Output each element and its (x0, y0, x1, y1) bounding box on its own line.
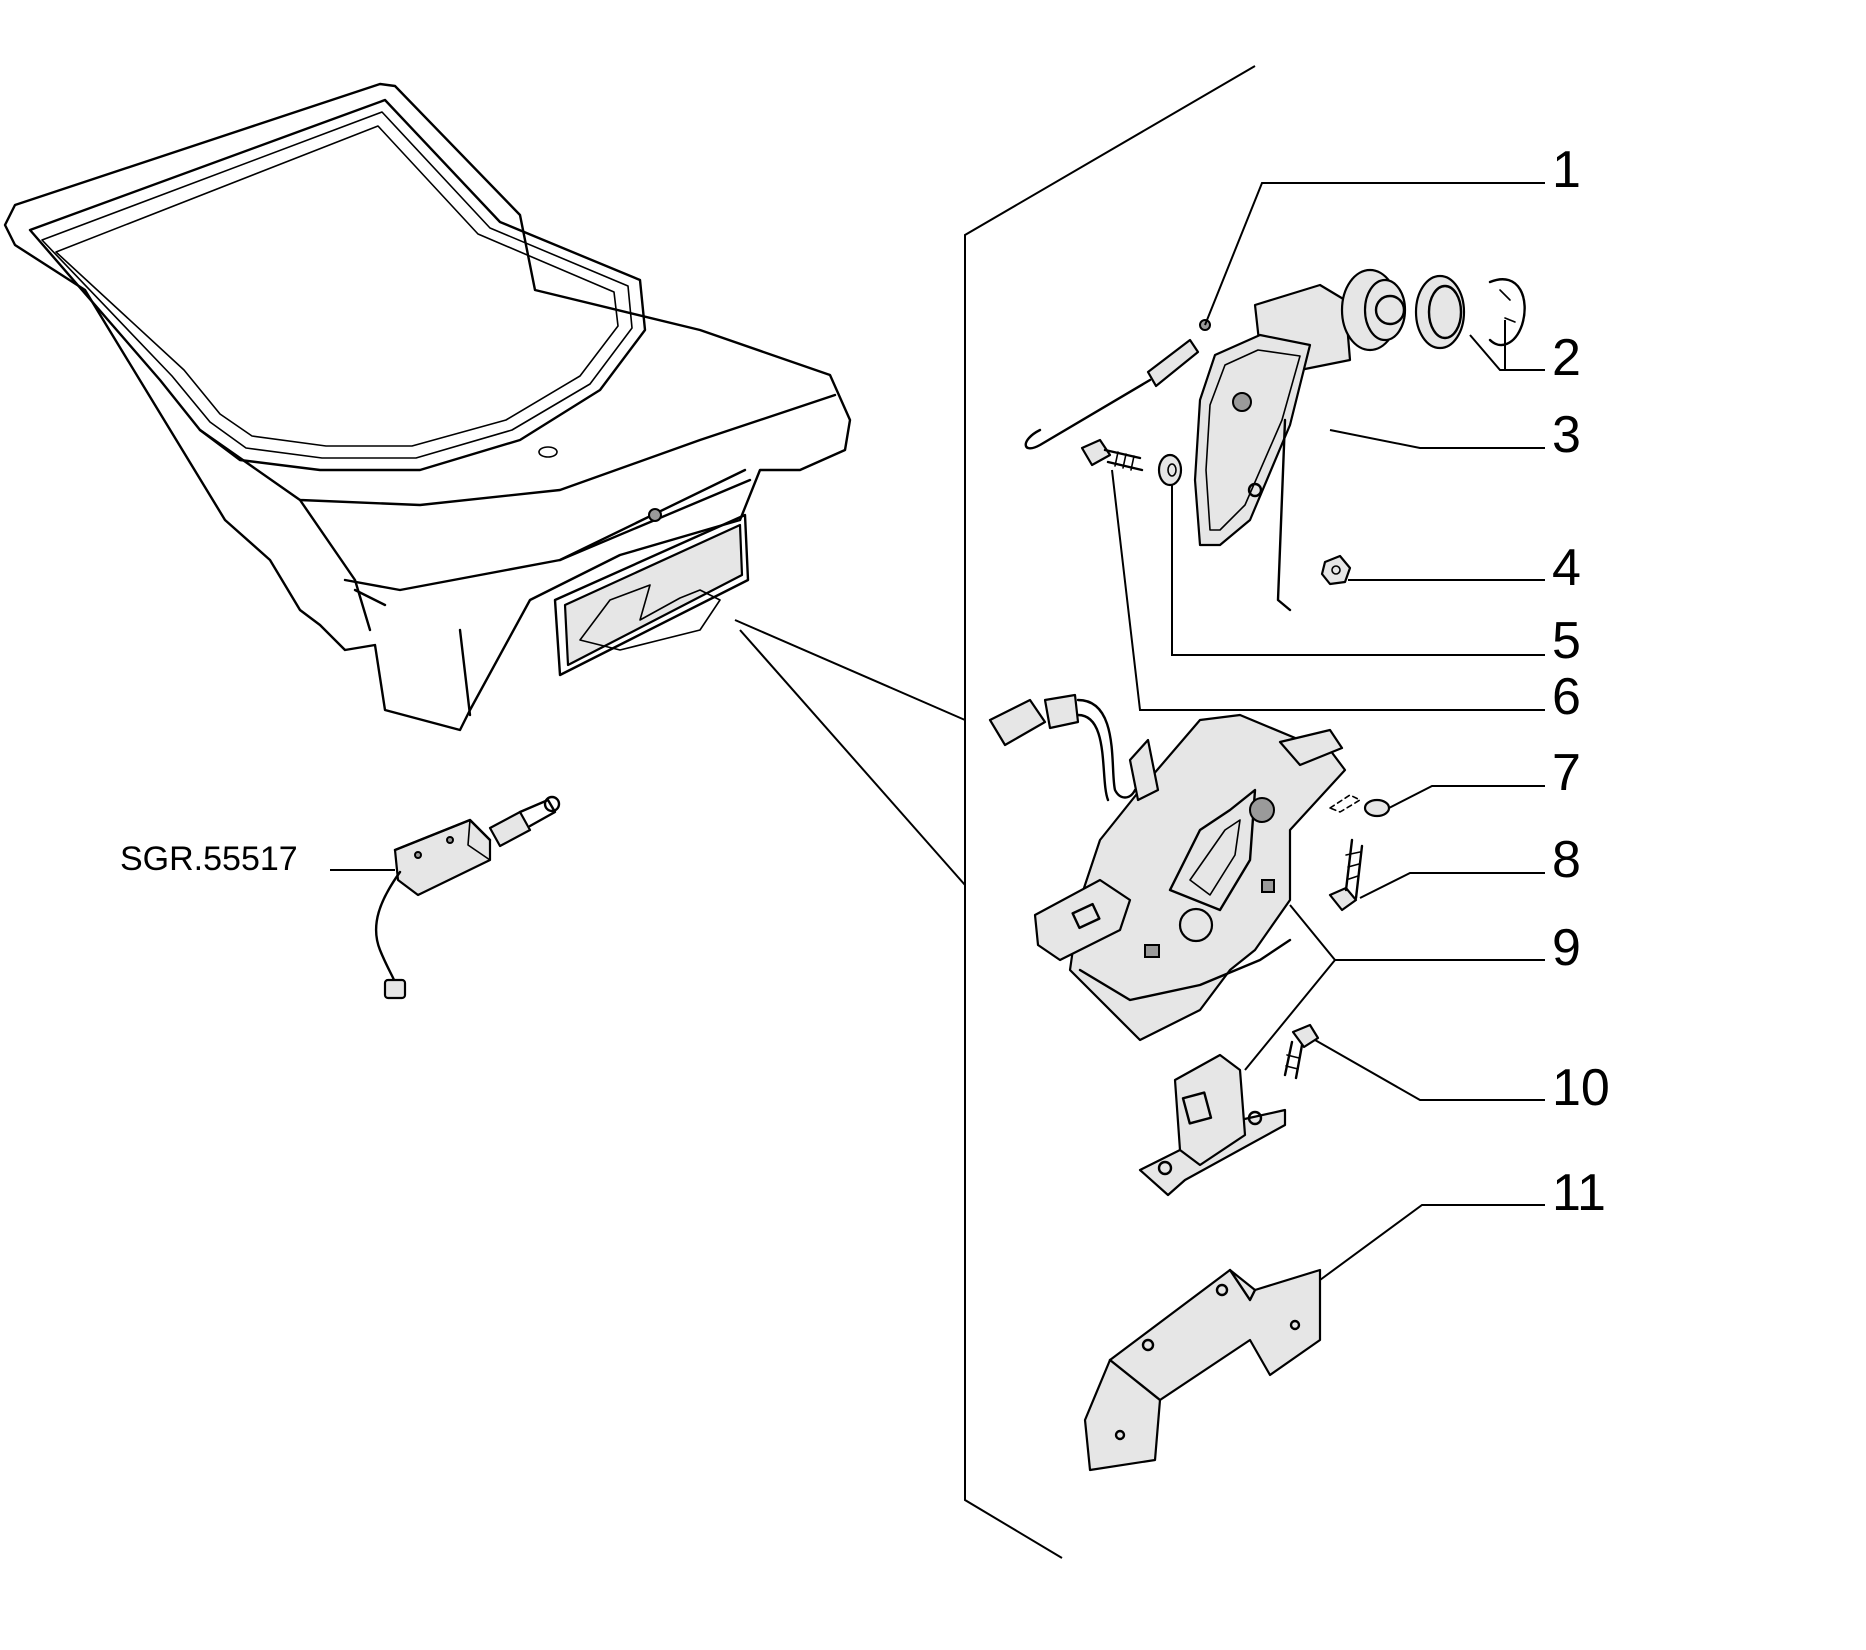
bracket-drawing (1083, 1268, 1322, 1472)
callout-leaders (1111, 182, 1545, 1281)
callout-4: 4 (1552, 539, 1581, 597)
callout-6: 6 (1552, 668, 1581, 726)
actuator-drawing (374, 795, 561, 1000)
callout-5: 5 (1552, 612, 1581, 670)
detail-boundary-line (964, 65, 1256, 1559)
callout-2: 2 (1552, 329, 1581, 387)
latch-assembly (988, 693, 1391, 1042)
callout-11: 11 (1552, 1164, 1606, 1222)
tailgate-drawing (3, 82, 966, 886)
callout-numbers: 1 2 3 4 5 6 7 8 9 10 11 (1552, 141, 1610, 1222)
reference-code-label: SGR.55517 (120, 840, 298, 878)
callout-9: 9 (1552, 919, 1581, 977)
callout-8: 8 (1552, 831, 1581, 889)
striker-assembly (1138, 1023, 1320, 1197)
lock-cylinder-assembly (1024, 268, 1526, 612)
callout-10: 10 (1552, 1059, 1610, 1117)
callout-7: 7 (1552, 744, 1581, 802)
callout-3: 3 (1552, 406, 1581, 464)
callout-1: 1 (1552, 141, 1581, 199)
